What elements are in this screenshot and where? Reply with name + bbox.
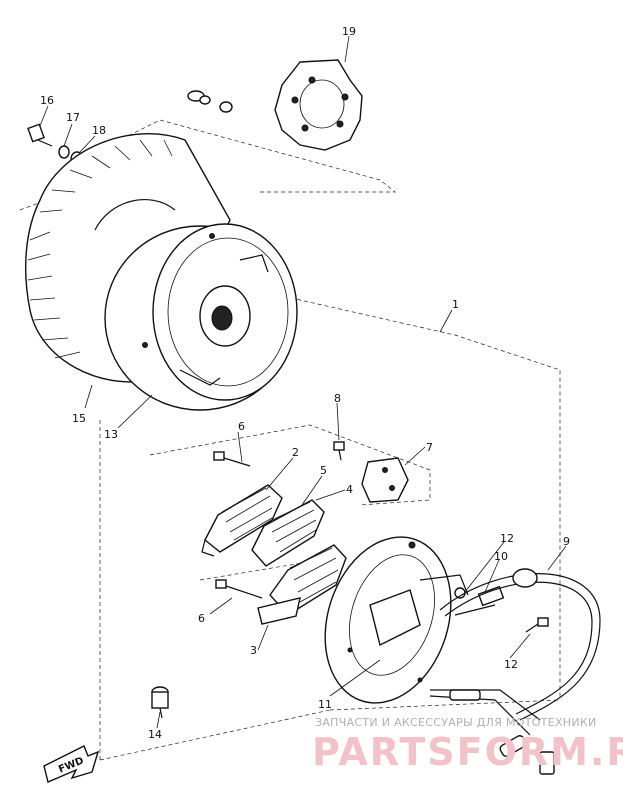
small-screws bbox=[187, 90, 233, 113]
callout-12b: 12 bbox=[504, 658, 518, 671]
callout-numbers: 1 2 3 4 5 6 6 7 8 9 10 11 12 12 13 14 15… bbox=[40, 25, 570, 741]
callout-15: 15 bbox=[72, 412, 86, 425]
stator-plate-11 bbox=[324, 536, 469, 704]
callout-16: 16 bbox=[40, 94, 54, 107]
callout-18: 18 bbox=[92, 124, 106, 137]
callout-17: 17 bbox=[66, 111, 80, 124]
callout-8: 8 bbox=[334, 392, 341, 405]
coil-3 bbox=[257, 544, 347, 625]
callout-11: 11 bbox=[318, 698, 332, 711]
callout-5: 5 bbox=[320, 464, 327, 477]
coil-2 bbox=[201, 484, 283, 557]
watermark-brand: PARTSFORM.RU bbox=[312, 730, 623, 774]
callout-6a: 6 bbox=[238, 420, 245, 433]
condenser-7 bbox=[361, 457, 409, 503]
callout-12a: 12 bbox=[500, 532, 514, 545]
callout-10: 10 bbox=[494, 550, 508, 563]
base-plate-19 bbox=[274, 59, 363, 151]
grommet-10 bbox=[454, 585, 505, 616]
coil-bolt-6-lower bbox=[215, 579, 263, 599]
callout-1: 1 bbox=[452, 298, 459, 311]
washer-17 bbox=[58, 145, 70, 159]
flywheel-rotor-13 bbox=[104, 223, 298, 411]
callout-13: 13 bbox=[104, 428, 118, 441]
callout-6b: 6 bbox=[198, 612, 205, 625]
leader-lines bbox=[39, 35, 567, 729]
callout-7: 7 bbox=[426, 441, 433, 454]
coil-5 bbox=[251, 499, 325, 567]
screw-8 bbox=[333, 441, 345, 461]
callout-3: 3 bbox=[250, 644, 257, 657]
watermark-caption: ЗАПЧАСТИ И АКСЕССУАРЫ ДЛЯ МОТОТЕХНИКИ bbox=[315, 716, 597, 729]
fwd-arrow: FWD bbox=[43, 745, 100, 783]
flywheel-bolt-16 bbox=[27, 123, 53, 147]
callout-4: 4 bbox=[346, 483, 353, 496]
callout-19: 19 bbox=[342, 25, 356, 38]
callout-14: 14 bbox=[148, 728, 162, 741]
coil-bolt-6-upper bbox=[213, 451, 251, 467]
fitting-14 bbox=[151, 686, 169, 719]
screw-12-lower bbox=[525, 617, 549, 633]
watermark: ЗАПЧАСТИ И АКСЕССУАРЫ ДЛЯ МОТОТЕХНИКИ PA… bbox=[312, 716, 623, 774]
callout-2: 2 bbox=[292, 446, 299, 459]
callout-9: 9 bbox=[563, 535, 570, 548]
wire-harness-9 bbox=[429, 568, 601, 775]
